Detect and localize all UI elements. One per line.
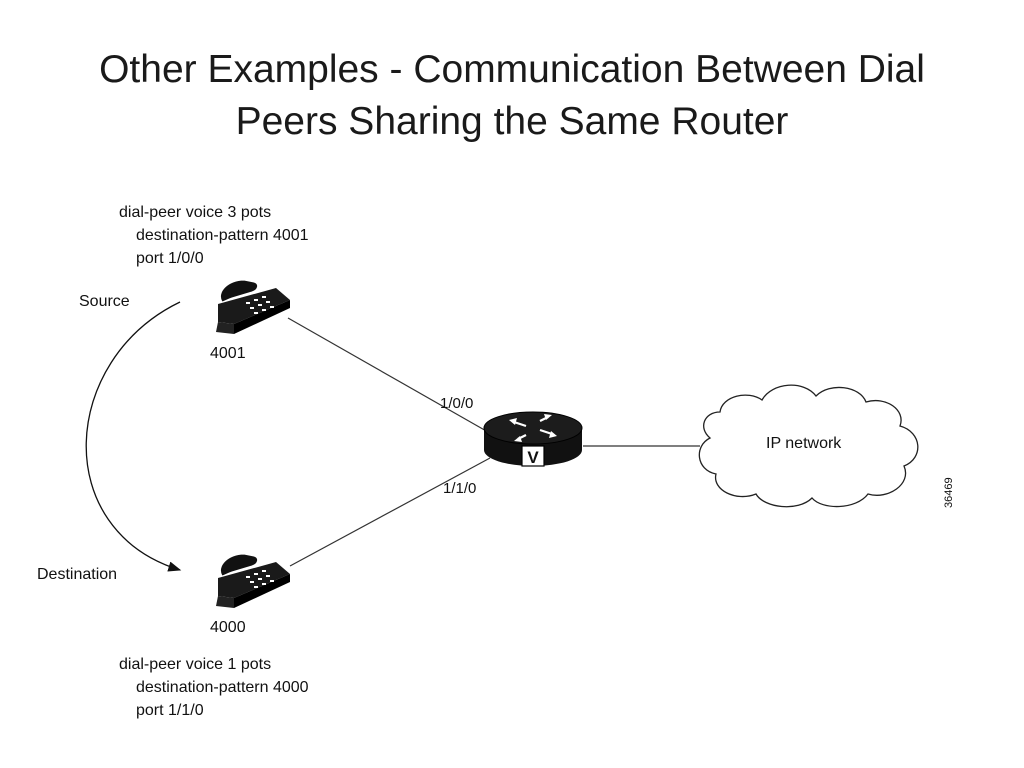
router-icon: V [483,411,583,467]
destination-label: Destination [37,566,117,583]
router-mark: V [527,448,539,467]
dial-peer-top-line-1: dial-peer voice 3 pots [119,204,271,221]
source-label: Source [79,293,130,310]
telephone-bottom-icon [216,553,290,608]
figure-id: 36469 [943,477,955,508]
port-label-bottom: 1/1/0 [443,480,476,497]
ip-network-cloud [698,384,919,508]
port-label-top: 1/0/0 [440,395,473,412]
dial-peer-bottom-line-3: port 1/1/0 [136,702,204,719]
dial-peer-top-line-3: port 1/0/0 [136,250,204,267]
telephone-top-icon [216,279,290,334]
slide-title: Other Examples - Communication Between D… [40,44,984,148]
phone-bottom-number: 4000 [210,619,246,636]
dial-peer-bottom-line-2: destination-pattern 4000 [136,679,309,696]
link-top-phone-router [287,317,489,433]
dial-peer-bottom-line-1: dial-peer voice 1 pots [119,656,271,673]
link-bottom-phone-router [289,457,491,567]
cloud-label: IP network [766,435,842,452]
slide-title-line-2: Peers Sharing the Same Router [235,100,789,143]
slide-title-line-1: Other Examples - Communication Between D… [99,48,925,91]
dial-peer-top-line-2: destination-pattern 4001 [136,227,309,244]
phone-top-number: 4001 [210,345,246,362]
call-flow-arrow [85,301,182,572]
